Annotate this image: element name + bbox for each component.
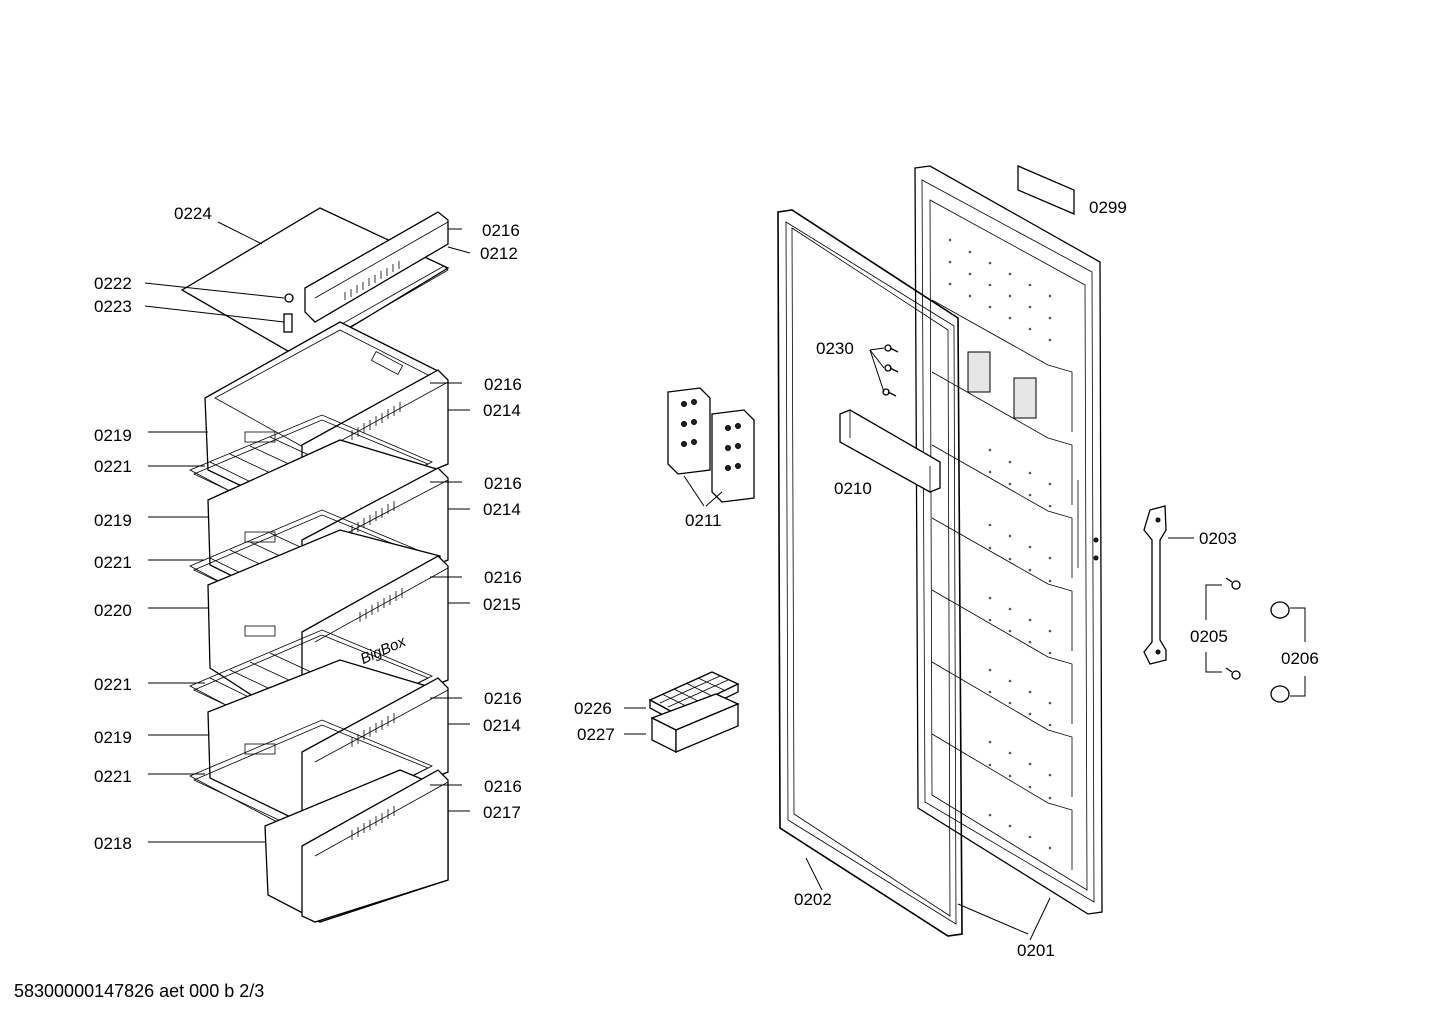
label-sticker [1017,165,1075,215]
callout-labels: 0224 0216 0212 0222 0223 0216 0214 0219 … [94,198,1319,960]
callout-0205: 0205 [1190,627,1228,646]
callout-0221: 0221 [94,767,132,786]
callout-0217: 0217 [483,803,521,822]
caps-0206 [1270,601,1290,703]
callout-0216: 0216 [484,777,522,796]
callout-0219: 0219 [94,511,132,530]
document-code: 58300000147826 aet 000 b 2/3 [14,981,265,1001]
external-handle [1143,505,1167,665]
callout-0299: 0299 [1089,198,1127,217]
callout-0227: 0227 [577,725,615,744]
callout-0226: 0226 [574,699,612,718]
leader-lines-right [805,857,1051,941]
callout-0214: 0214 [483,716,521,735]
callout-0211: 0211 [685,511,722,530]
callout-0221: 0221 [94,553,132,572]
callout-0223: 0223 [94,297,132,316]
front-trim-top [304,211,449,323]
callout-0216: 0216 [482,221,520,240]
callout-0230: 0230 [816,339,854,358]
callout-0220: 0220 [94,601,132,620]
wire-shelf-4 [189,719,433,835]
callout-0222: 0222 [94,274,132,293]
callout-0210: 0210 [834,479,872,498]
callout-0206: 0206 [1281,649,1319,668]
callout-0219: 0219 [94,426,132,445]
callout-0218: 0218 [94,834,132,853]
callout-0202: 0202 [794,890,832,909]
callout-0201: 0201 [1017,941,1055,960]
clip-0223 [283,313,293,333]
callout-0215: 0215 [483,595,521,614]
callout-0216: 0216 [484,474,522,493]
leader-0211 [683,475,723,507]
callout-0203: 0203 [1199,529,1237,548]
callout-0219: 0219 [94,728,132,747]
ice-box [650,693,740,754]
drawer-bottom [264,769,449,923]
callout-0221: 0221 [94,457,132,476]
callout-0214: 0214 [483,401,521,420]
clip-0222 [284,293,294,303]
cold-packs [667,387,755,503]
screws-0205 [1225,577,1241,680]
screws-0230 [882,344,899,397]
callout-0224: 0224 [174,204,212,223]
callout-0214: 0214 [483,500,521,519]
door-panel [914,165,1103,915]
door-handle-bar [839,409,941,493]
callout-0221: 0221 [94,675,132,694]
drawer-stack: BigBox [180,207,450,923]
callout-0216: 0216 [484,568,522,587]
door-gasket [777,209,963,937]
callout-0216: 0216 [484,689,522,708]
callout-0212: 0212 [480,244,518,263]
callout-0216: 0216 [484,375,522,394]
leader-lines-left [144,221,471,843]
